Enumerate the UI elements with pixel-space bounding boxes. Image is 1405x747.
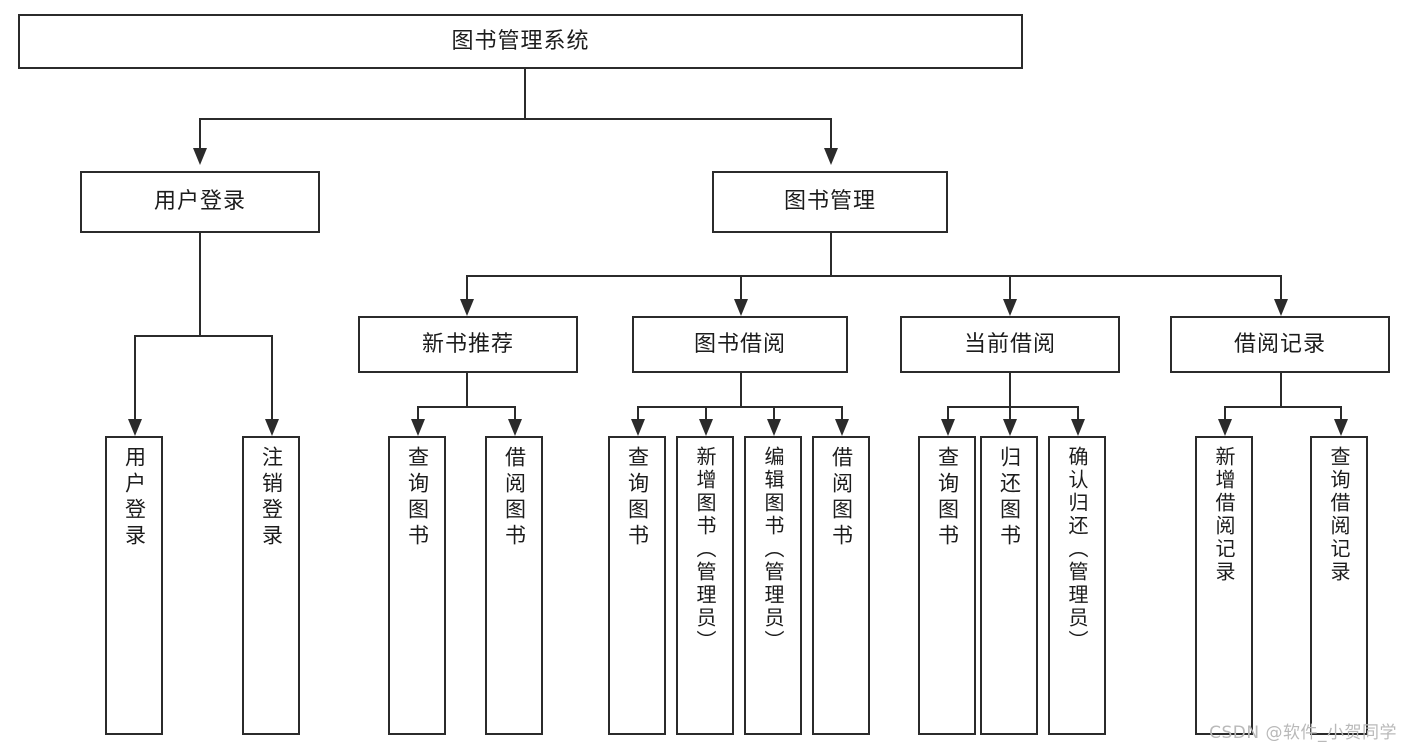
arrow-head-icon — [1071, 419, 1085, 436]
edge-book-borrow-child-4 — [841, 406, 843, 419]
edge-book-manage-child-2 — [740, 275, 742, 299]
arrow-head-icon — [767, 419, 781, 436]
edge-current-borrow-child-2 — [1009, 406, 1011, 419]
arrow-head-icon — [508, 419, 522, 436]
edge-book-borrow-child-2 — [705, 406, 707, 419]
arrow-head-icon — [631, 419, 645, 436]
node-label: 新增图书（管理员） — [693, 446, 717, 653]
arrow-head-icon — [1003, 299, 1017, 316]
arrow-head-icon — [193, 148, 207, 165]
arrow-head-icon — [460, 299, 474, 316]
edge-user-login-child-1 — [134, 335, 136, 419]
node-label: 借阅记录 — [1233, 331, 1326, 357]
watermark: CSDN @软件_小贺同学 — [1209, 723, 1397, 743]
node-label: 查询图书 — [625, 446, 650, 550]
arrow-head-icon — [835, 419, 849, 436]
node-root-system[interactable]: 图书管理系统 — [18, 14, 1023, 69]
edge-root-stem — [524, 69, 526, 118]
node-label: 归还图书 — [997, 446, 1022, 550]
node-label: 编辑图书（管理员） — [761, 446, 785, 653]
node-label: 查询借阅记录 — [1327, 446, 1351, 584]
edge-user-login-bar — [134, 335, 272, 337]
leaf-add-book-admin[interactable]: 新增图书（管理员） — [676, 436, 734, 735]
edge-current-borrow-child-3 — [1077, 406, 1079, 419]
edge-root-to-user-login — [199, 118, 201, 148]
node-label: 确认归还（管理员） — [1065, 446, 1089, 653]
arrow-head-icon — [411, 419, 425, 436]
leaf-query-book-current[interactable]: 查询图书 — [918, 436, 976, 735]
node-book-manage[interactable]: 图书管理 — [712, 171, 948, 233]
edge-new-book-stem — [466, 373, 468, 406]
edge-book-manage-bar — [466, 275, 1280, 277]
edge-user-login-stem — [199, 233, 201, 335]
node-borrow-record[interactable]: 借阅记录 — [1170, 316, 1390, 373]
leaf-confirm-return-admin[interactable]: 确认归还（管理员） — [1048, 436, 1106, 735]
edge-book-manage-child-1 — [466, 275, 468, 299]
edge-borrow-record-bar — [1224, 406, 1341, 408]
node-label: 图书管理 — [783, 189, 876, 215]
leaf-logout[interactable]: 注销登录 — [242, 436, 300, 735]
edge-book-manage-child-4 — [1280, 275, 1282, 299]
edge-root-bar — [199, 118, 831, 120]
arrow-head-icon — [265, 419, 279, 436]
leaf-query-book-recommend[interactable]: 查询图书 — [388, 436, 446, 735]
node-label: 借阅图书 — [829, 446, 854, 550]
leaf-add-borrow-record[interactable]: 新增借阅记录 — [1195, 436, 1253, 735]
leaf-borrow-book[interactable]: 借阅图书 — [812, 436, 870, 735]
arrow-head-icon — [734, 299, 748, 316]
leaf-return-book[interactable]: 归还图书 — [980, 436, 1038, 735]
edge-book-borrow-bar — [637, 406, 843, 408]
node-label: 查询图书 — [935, 446, 960, 550]
leaf-edit-book-admin[interactable]: 编辑图书（管理员） — [744, 436, 802, 735]
node-label: 图书借阅 — [693, 331, 786, 357]
arrow-head-icon — [1003, 419, 1017, 436]
leaf-query-book-borrow[interactable]: 查询图书 — [608, 436, 666, 735]
node-user-login[interactable]: 用户登录 — [80, 171, 320, 233]
node-new-book-recommend[interactable]: 新书推荐 — [358, 316, 578, 373]
node-book-borrow[interactable]: 图书借阅 — [632, 316, 848, 373]
edge-book-borrow-child-1 — [637, 406, 639, 419]
arrow-head-icon — [128, 419, 142, 436]
node-current-borrow[interactable]: 当前借阅 — [900, 316, 1120, 373]
node-label: 新增借阅记录 — [1212, 446, 1236, 584]
arrow-head-icon — [1274, 299, 1288, 316]
arrow-head-icon — [1218, 419, 1232, 436]
edge-current-borrow-bar — [947, 406, 1077, 408]
node-label: 新书推荐 — [421, 331, 514, 357]
edge-new-book-bar — [417, 406, 515, 408]
node-label: 图书管理系统 — [451, 28, 590, 54]
leaf-user-login[interactable]: 用户登录 — [105, 436, 163, 735]
edge-borrow-record-child-2 — [1340, 406, 1342, 419]
leaf-query-borrow-record[interactable]: 查询借阅记录 — [1310, 436, 1368, 735]
arrow-head-icon — [941, 419, 955, 436]
edge-current-borrow-stem — [1009, 373, 1011, 406]
arrow-head-icon — [1334, 419, 1348, 436]
node-label: 当前借阅 — [963, 331, 1056, 357]
edge-book-manage-stem — [830, 233, 832, 275]
node-label: 用户登录 — [153, 189, 246, 215]
node-label: 查询图书 — [405, 446, 430, 550]
edge-book-borrow-stem — [740, 373, 742, 406]
edge-root-to-book-manage — [830, 118, 832, 148]
edge-borrow-record-stem — [1280, 373, 1282, 406]
edge-new-book-child-2 — [514, 406, 516, 419]
edge-new-book-child-1 — [417, 406, 419, 419]
leaf-borrow-book-recommend[interactable]: 借阅图书 — [485, 436, 543, 735]
node-label: 注销登录 — [259, 446, 284, 550]
edge-current-borrow-child-1 — [947, 406, 949, 419]
edge-book-manage-child-3 — [1009, 275, 1011, 299]
edge-borrow-record-child-1 — [1224, 406, 1226, 419]
edge-book-borrow-child-3 — [773, 406, 775, 419]
node-label: 借阅图书 — [502, 446, 527, 550]
arrow-head-icon — [699, 419, 713, 436]
edge-user-login-child-2 — [271, 335, 273, 419]
arrow-head-icon — [824, 148, 838, 165]
node-label: 用户登录 — [122, 446, 147, 550]
